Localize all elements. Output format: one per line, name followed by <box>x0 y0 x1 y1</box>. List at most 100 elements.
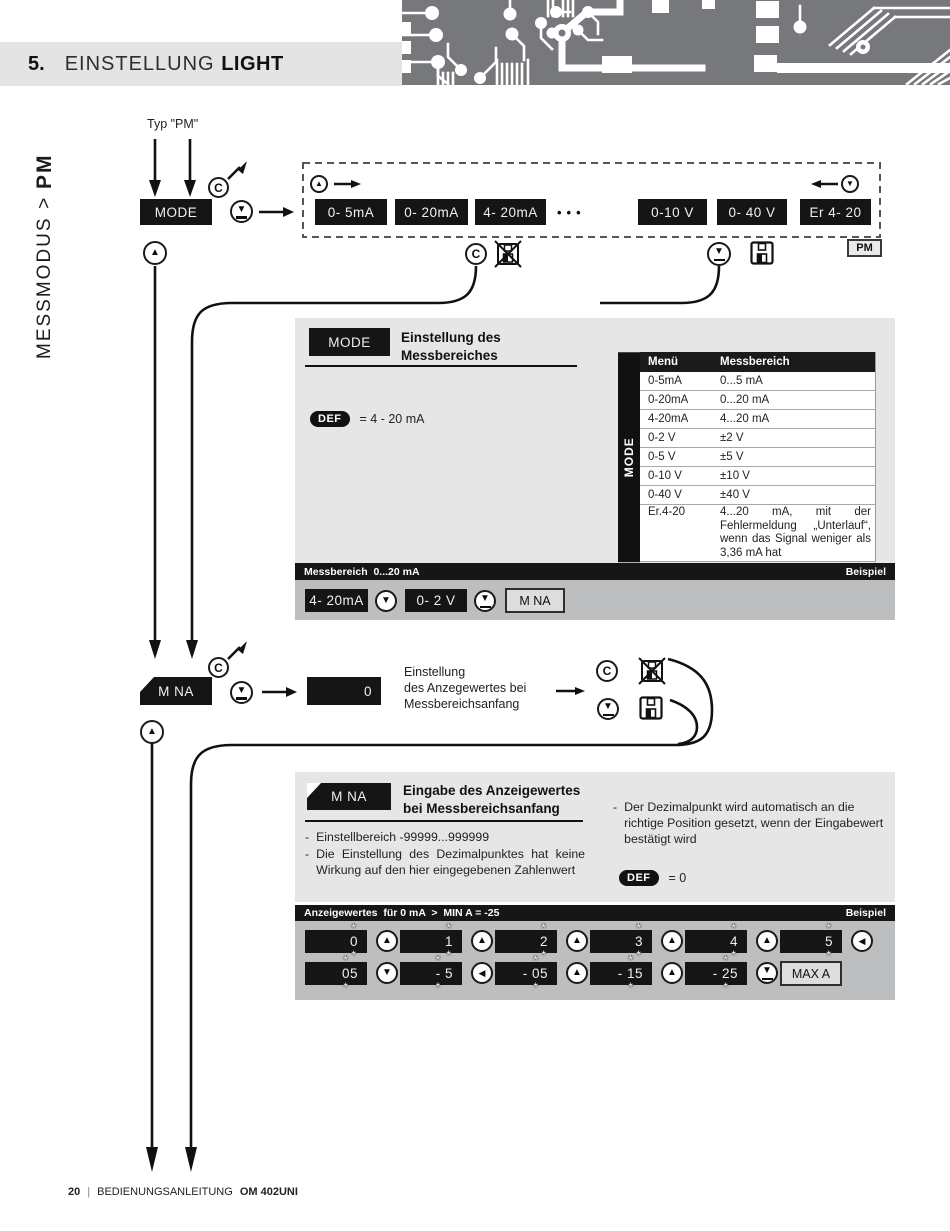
value-display: - 25 <box>685 962 747 985</box>
divider <box>305 820 583 822</box>
blinking-digit: 0 <box>532 966 540 981</box>
down-button[interactable]: ▼ <box>375 590 397 612</box>
menu-corner-mark <box>140 677 154 692</box>
blinking-digit: 1 <box>445 934 453 949</box>
divider <box>305 365 577 367</box>
range-display: 0- 5mA <box>315 199 387 225</box>
save-icon <box>639 696 663 725</box>
table-row: 0-40 V±40 V <box>640 486 875 505</box>
range-display: 0- 40 V <box>717 199 787 225</box>
side-label-separator: > <box>34 188 55 217</box>
mode-panel-heading: Einstellung des Messbereiches <box>401 330 501 363</box>
up-button[interactable]: ▲ <box>566 930 588 952</box>
example2-header: Anzeigewertes für 0 mA > MIN A = -25 Bei… <box>295 905 895 921</box>
menu-display: M NA <box>505 588 565 613</box>
table-header: Menü Messbereich <box>640 352 875 372</box>
save-icon <box>750 241 774 270</box>
product-name: OM 402UNI <box>239 1186 298 1198</box>
example-title: Anzeigewertes für 0 mA > MIN A = -25 <box>304 907 500 919</box>
value-display: 1 <box>400 930 462 953</box>
enter-button[interactable]: ▼ <box>756 962 778 984</box>
table-row: 0-10 V±10 V <box>640 467 875 486</box>
default-value: DEF = 4 - 20 mA <box>310 411 424 427</box>
side-label-mode: PM <box>33 153 56 189</box>
menu-display: MAX A <box>780 961 842 986</box>
up-button[interactable]: ▲ <box>376 930 398 952</box>
blinking-digit: 2 <box>540 934 548 949</box>
left-button[interactable]: ◀ <box>851 930 873 952</box>
enter-button[interactable]: ▼ <box>230 681 253 704</box>
bullet-item: -Die Einstellung des Dezimalpunktes hat … <box>305 847 585 878</box>
no-save-icon <box>638 657 666 690</box>
mna-flow-description: Einstellung des Anzegewertes bei Messber… <box>404 665 527 711</box>
range-display: 0- 2 V <box>405 589 467 612</box>
menu-corner-mark <box>307 783 321 798</box>
bullet-item: -Einstellbereich -99999...999999 <box>305 830 490 844</box>
pm-type-badge: PM <box>847 239 882 257</box>
mode-display: MODE <box>309 328 390 356</box>
def-badge: DEF <box>310 411 350 427</box>
value-display: 0 <box>305 930 367 953</box>
table-side-label: MODE <box>618 352 640 563</box>
manual-name: BEDIENUNGSANLEITUNG <box>97 1186 233 1198</box>
mode-info-panel: MODE Einstellung des Messbereiches DEF =… <box>295 318 895 563</box>
def-badge: DEF <box>619 870 659 886</box>
cancel-button[interactable]: C <box>465 243 487 265</box>
bullet-item: -Der Dezimalpunkt wird automatisch an di… <box>613 800 884 847</box>
blinking-digit: 2 <box>722 966 730 981</box>
enter-button[interactable]: ▼ <box>474 590 496 612</box>
enter-button[interactable]: ▼ <box>597 698 619 720</box>
cancel-button[interactable]: C <box>208 657 229 678</box>
blinking-digit: 4 <box>730 934 738 949</box>
cancel-button[interactable]: C <box>208 177 229 198</box>
section-title: EINSTELLUNG LIGHT <box>64 52 284 75</box>
value-display: 5 <box>780 930 842 953</box>
down-button[interactable]: ▼ <box>376 962 398 984</box>
range-display: Er 4- 20 <box>800 199 871 225</box>
value-display: 0 <box>307 677 381 705</box>
blinking-digit: 5 <box>825 934 833 949</box>
section-number: 5. <box>28 52 45 75</box>
value-display: - 15 <box>590 962 652 985</box>
enter-button[interactable]: ▼ <box>230 200 253 223</box>
section-header: 5. EINSTELLUNG LIGHT <box>0 42 402 86</box>
up-button[interactable]: ▲ <box>566 962 588 984</box>
mna-panel-heading: Eingabe des Anzeigewertes bei Messbereic… <box>403 783 581 816</box>
up-button[interactable]: ▲ <box>661 962 683 984</box>
circuit-board-graphic <box>400 0 950 86</box>
blinking-digit: 0 <box>342 966 350 981</box>
mna-display: M NA <box>307 783 391 810</box>
blinking-digit: - <box>436 966 441 981</box>
value-display: 05 <box>305 962 367 985</box>
range-display: 0- 20mA <box>395 199 468 225</box>
value-display: 3 <box>590 930 652 953</box>
page-number: 20 <box>68 1186 81 1198</box>
example2-body: 0 ▲ 1 ▲ 2 ▲ 3 ▲ 4 ▲ 5 ◀ 05 ▼ - 5 ◀ - 05 … <box>295 921 895 1000</box>
blinking-digit: 1 <box>627 966 635 981</box>
value-display: 2 <box>495 930 557 953</box>
up-button[interactable]: ▲ <box>143 241 167 265</box>
mode-display: MODE <box>140 199 212 225</box>
up-button[interactable]: ▲ <box>140 720 164 744</box>
cancel-button[interactable]: C <box>596 660 618 682</box>
blinking-digit: 0 <box>350 934 358 949</box>
no-save-icon <box>494 240 522 273</box>
up-button[interactable]: ▲ <box>471 930 493 952</box>
enter-button[interactable]: ▼ <box>707 242 731 266</box>
chapter-side-label: MESSMODUS > PM <box>26 103 64 359</box>
table-row: 0-5 V±5 V <box>640 448 875 467</box>
mna-display: M NA <box>140 677 212 705</box>
left-button[interactable]: ◀ <box>471 962 493 984</box>
range-display: 4- 20mA <box>305 589 368 612</box>
up-button[interactable]: ▲ <box>661 930 683 952</box>
up-button[interactable]: ▲ <box>310 175 328 193</box>
example1-body: 4- 20mA ▼ 0- 2 V ▼ M NA <box>295 580 895 620</box>
down-button[interactable]: ▼ <box>841 175 859 193</box>
blinking-digit: 3 <box>635 934 643 949</box>
example-tag: Beispiel <box>845 565 886 578</box>
up-button[interactable]: ▲ <box>756 930 778 952</box>
